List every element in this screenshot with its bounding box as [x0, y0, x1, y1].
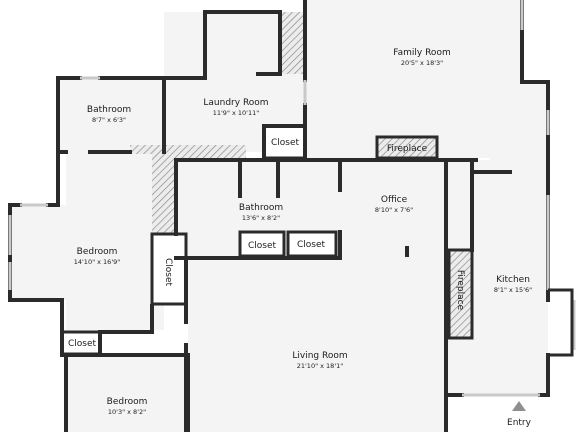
bathroom-middle-name: Bathroom — [239, 203, 283, 213]
living-room-floor — [188, 256, 446, 432]
bathroom-upper-dims: 8'7" x 6'3" — [92, 116, 126, 124]
closet-bath-1-label: Closet — [248, 241, 277, 251]
kitchen-bump-wall — [548, 288, 574, 357]
kitchen-name: Kitchen — [496, 275, 530, 285]
fireplace-vertical-label: Fireplace — [455, 270, 465, 311]
fireplace-vertical-outline — [447, 248, 474, 340]
wall-bath-upper-top — [56, 76, 82, 154]
bedroom-left-floor — [10, 152, 164, 330]
closet-vertical-label: Closet — [163, 258, 173, 287]
closet-small-label: Closet — [68, 339, 97, 349]
kitchen-dims: 8'1" x 15'6" — [494, 286, 532, 294]
hatched-areas — [130, 12, 472, 338]
fireplace-outlines — [375, 135, 474, 340]
kitchen-bump — [548, 288, 574, 357]
bedroom-left-dims: 14'10" x 16'9" — [74, 258, 120, 266]
entry-label: Entry — [507, 418, 532, 428]
bedroom-left-name: Bedroom — [77, 247, 118, 257]
windows — [8, 0, 576, 397]
family-room-floor — [305, 0, 548, 395]
laundry-room-name: Laundry Room — [203, 98, 268, 108]
family-room-name: Family Room — [393, 48, 450, 58]
laundry-room-dims: 11'9" x 10'11" — [213, 109, 259, 117]
wall-bedroom-left — [46, 150, 60, 207]
entry-arrow-icon — [512, 401, 526, 411]
living-room-dims: 21'10" x 18'1" — [297, 362, 343, 370]
hatch-strip-small — [130, 145, 152, 154]
hatch-top-strip — [152, 145, 246, 160]
bathroom-upper-floor — [58, 78, 164, 152]
fireplace-vertical-box — [449, 250, 472, 338]
room-labels: Family Room 20'5" x 18'3" Bathroom 8'7" … — [68, 48, 532, 428]
label-boxes — [60, 124, 338, 356]
office-dims: 8'10" x 7'6" — [375, 206, 413, 214]
closet-bath-2-label: Closet — [297, 240, 326, 250]
bathroom-middle-dims: 13'6" x 8'2" — [242, 214, 280, 222]
wall-laundry-top — [203, 10, 282, 80]
bathroom-upper-name: Bathroom — [87, 105, 131, 115]
fireplace-top-box — [377, 137, 437, 157]
closet-laundry-label: Closet — [271, 138, 300, 148]
hatch-column — [152, 154, 176, 234]
office-floor — [338, 160, 446, 260]
bedroom-lower-name: Bedroom — [107, 397, 148, 407]
fireplace-top-outline — [375, 135, 439, 160]
office-name: Office — [381, 195, 408, 205]
laundry-hatch — [280, 12, 305, 74]
bedroom-lower-dims: 10'3" x 8'2" — [108, 408, 146, 416]
family-room-dims: 20'5" x 18'3" — [401, 59, 443, 67]
bedroom-lower-floor — [66, 355, 188, 432]
living-room-name: Living Room — [292, 351, 347, 361]
fireplace-top-label: Fireplace — [387, 144, 428, 154]
wall-bedroom-left-2 — [8, 203, 154, 357]
